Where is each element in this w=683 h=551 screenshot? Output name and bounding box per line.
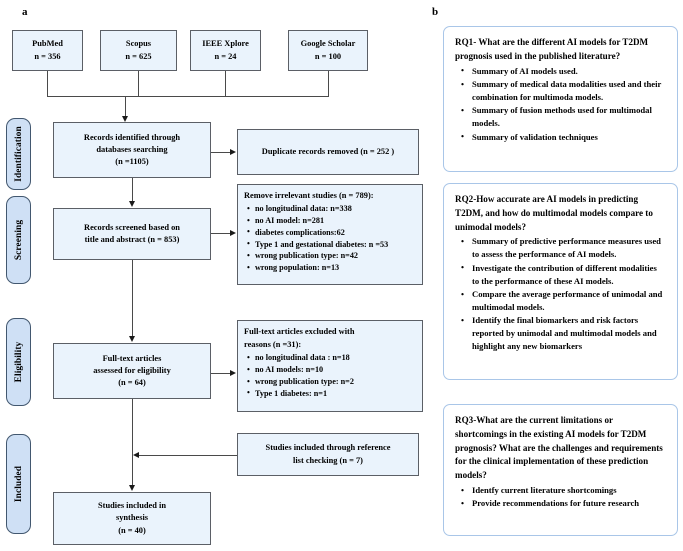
arrow-to-irrelevant bbox=[230, 229, 236, 236]
source-name: IEEE Xplore bbox=[202, 39, 249, 49]
source-name: Google Scholar bbox=[300, 39, 356, 49]
records-identified-line1: Records identified through bbox=[83, 132, 181, 142]
connector-to-duplicates bbox=[211, 152, 231, 153]
question-card-rq2: RQ2-How accurate are AI models in predic… bbox=[443, 183, 678, 380]
list-item: diabetes complications:62 bbox=[247, 226, 416, 239]
list-item: Type 1 and gestational diabetes: n =53 bbox=[247, 238, 416, 251]
rq1-list: Summary of AI models used. Summary of me… bbox=[455, 64, 666, 144]
list-item: Summary of medical data modalities used … bbox=[461, 78, 666, 104]
source-count: n = 24 bbox=[214, 51, 237, 61]
synthesis-count: (n = 40) bbox=[118, 525, 146, 535]
list-item: Provide recommendations for future resea… bbox=[461, 497, 666, 510]
irrelevant-title: Remove irrelevant studies (n = 789): bbox=[244, 191, 374, 200]
excluded-title-line1: Full-text articles excluded with bbox=[244, 327, 355, 336]
box-duplicate-records-removed: Duplicate records removed (n = 252 ) bbox=[237, 129, 419, 175]
connector-fulltext-to-synthesis bbox=[132, 399, 133, 487]
connector-scopus-down bbox=[138, 71, 139, 96]
box-reference-list-checking: Studies included through reference list … bbox=[237, 433, 419, 476]
arrow-to-synthesis bbox=[129, 485, 135, 491]
synthesis-line2: synthesis bbox=[115, 513, 149, 523]
reference-checking-line2: list checking (n = 7) bbox=[293, 455, 363, 465]
list-item: no AI model: n=281 bbox=[247, 215, 416, 227]
connector-screened-to-fulltext bbox=[132, 260, 133, 338]
list-item: Summary of predictive performance measur… bbox=[461, 235, 666, 261]
list-item: no longitudinal data: n=338 bbox=[247, 203, 416, 215]
box-fulltext-assessed: Full-text articles assessed for eligibil… bbox=[53, 343, 211, 399]
fulltext-count: (n = 64) bbox=[118, 378, 146, 388]
source-count: n = 100 bbox=[314, 51, 342, 61]
arrow-to-spine bbox=[133, 451, 139, 458]
fulltext-line2: assessed for eligibility bbox=[93, 365, 171, 375]
fulltext-line1: Full-text articles bbox=[102, 353, 162, 363]
rq2-heading: RQ2-How accurate are AI models in predic… bbox=[455, 194, 653, 232]
list-item: Identify the final biomarkers and risk f… bbox=[461, 314, 666, 353]
box-records-identified: Records identified through databases sea… bbox=[53, 122, 211, 178]
list-item: Summary of validation techniques bbox=[461, 130, 666, 144]
stage-label: Screening bbox=[13, 219, 24, 261]
rq2-list: Summary of predictive performance measur… bbox=[455, 235, 666, 353]
box-remove-irrelevant-studies: Remove irrelevant studies (n = 789): no … bbox=[237, 184, 423, 285]
panel-b-letter: b bbox=[432, 6, 439, 18]
records-identified-line2: databases searching bbox=[96, 144, 168, 154]
connector-reference-to-spine bbox=[138, 455, 237, 456]
list-item: no AI models: n=10 bbox=[247, 364, 416, 376]
excluded-title-line2: reasons (n =31): bbox=[244, 340, 302, 350]
connector-scholar-down bbox=[328, 71, 329, 96]
question-card-rq1: RQ1- What are the different AI models fo… bbox=[443, 26, 678, 172]
connector-to-excluded bbox=[211, 373, 231, 374]
arrow-to-fulltext bbox=[129, 336, 135, 342]
records-screened-line2: title and abstract (n = 853) bbox=[84, 235, 180, 244]
box-records-screened: Records screened based on title and abst… bbox=[53, 208, 211, 260]
list-item: no longitudinal data : n=18 bbox=[247, 352, 416, 364]
stage-label: Identification bbox=[13, 126, 24, 182]
box-fulltext-excluded: Full-text articles excluded with reasons… bbox=[237, 320, 423, 412]
connector-identified-to-screened bbox=[132, 178, 133, 203]
stage-tab-eligibility: Eligibility bbox=[6, 318, 31, 406]
stage-tab-screening: Screening bbox=[6, 196, 31, 284]
source-box-pubmed: PubMed n = 356 bbox=[12, 30, 83, 71]
list-item: Compare the average performance of unimo… bbox=[461, 288, 666, 314]
arrow-to-excluded bbox=[230, 369, 236, 376]
stage-label: Included bbox=[13, 465, 24, 503]
arrow-to-duplicates bbox=[230, 148, 236, 155]
source-box-google-scholar: Google Scholar n = 100 bbox=[288, 30, 368, 71]
source-count: n = 356 bbox=[34, 51, 61, 61]
synthesis-line1: Studies included in bbox=[98, 501, 166, 511]
rq1-heading: RQ1- What are the different AI models fo… bbox=[455, 37, 649, 61]
connector-pubmed-down bbox=[47, 71, 48, 96]
connector-bus-to-identified bbox=[125, 96, 126, 118]
rq3-heading: RQ3-What are the current limitations or … bbox=[455, 415, 663, 481]
connector-to-irrelevant bbox=[211, 233, 231, 234]
question-card-rq3: RQ3-What are the current limitations or … bbox=[443, 404, 678, 536]
source-box-scopus: Scopus n = 625 bbox=[100, 30, 177, 71]
arrow-to-screened bbox=[129, 201, 135, 207]
list-item: wrong population: n=13 bbox=[247, 262, 416, 274]
panel-a-letter: a bbox=[22, 6, 28, 18]
list-item: Identfy current literature shortcomings bbox=[461, 484, 666, 497]
list-item: Summary of AI models used. bbox=[461, 64, 666, 78]
rq3-list: Identfy current literature shortcomings … bbox=[455, 484, 666, 510]
source-name: PubMed bbox=[32, 39, 63, 49]
stage-label: Eligibility bbox=[13, 341, 24, 383]
records-screened-line1: Records screened based on bbox=[84, 222, 180, 232]
arrow-to-identified bbox=[122, 116, 128, 122]
source-box-ieee-xplore: IEEE Xplore n = 24 bbox=[190, 30, 261, 71]
connector-bus bbox=[47, 96, 329, 97]
list-item: Type 1 diabetes: n=1 bbox=[247, 387, 416, 400]
source-name: Scopus bbox=[125, 39, 152, 49]
connector-ieee-down bbox=[225, 71, 226, 96]
list-item: wrong publication type: n=2 bbox=[247, 376, 416, 388]
list-item: Investigate the contribution of differen… bbox=[461, 261, 666, 288]
duplicates-text: Duplicate records removed (n = 252 ) bbox=[261, 146, 395, 156]
records-identified-count: (n =1105) bbox=[115, 157, 149, 167]
list-item: Summary of fusion methods used for multi… bbox=[461, 104, 666, 130]
stage-tab-included: Included bbox=[6, 434, 31, 534]
irrelevant-list: no longitudinal data: n=338 no AI model:… bbox=[244, 203, 416, 274]
reference-checking-line1: Studies included through reference bbox=[265, 443, 391, 453]
excluded-list: no longitudinal data : n=18 no AI models… bbox=[244, 352, 416, 399]
stage-tab-identification: Identification bbox=[6, 118, 31, 190]
source-count: n = 625 bbox=[125, 51, 152, 61]
list-item: wrong publication type: n=42 bbox=[247, 250, 416, 262]
box-studies-included-synthesis: Studies included in synthesis (n = 40) bbox=[53, 492, 211, 545]
